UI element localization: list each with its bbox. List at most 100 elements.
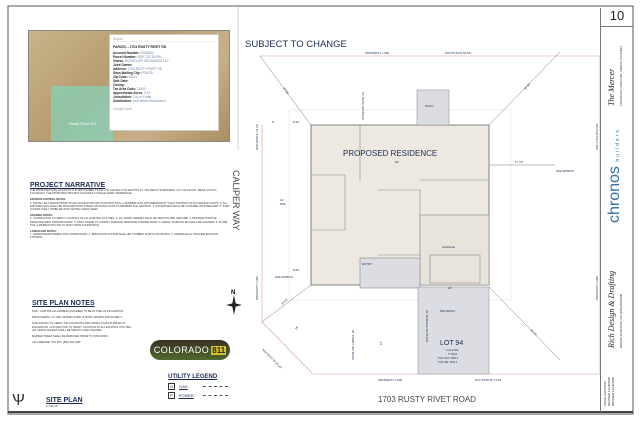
- dim-side: 5': [272, 120, 275, 124]
- field-value: BOOKCLIFF ORCHARDS LLC: [124, 59, 169, 63]
- dim-diag-nw: 32.56': [282, 86, 290, 95]
- grading-notes: 1. CONTRACTOR TO VERIFY LOCATION OF ALL …: [30, 217, 228, 227]
- street-name: CALIPER WAY: [231, 170, 241, 231]
- revision-row: REVISED 12/19/2020: [611, 377, 615, 406]
- dim-diag-sw: 14.53': [280, 297, 289, 306]
- landscape-notes: 1. OWNER RESPONSIBLE FOR LANDSCAPING. 2.…: [30, 233, 218, 240]
- side-setback-right: SIDE SETBACK: [556, 170, 575, 173]
- project-narrative: PROJECT NARRATIVE THE PROPOSED SITE LOCA…: [30, 182, 230, 240]
- drawing-title: SITE PLAN 1"=10'-0": [46, 397, 83, 408]
- floor-plan: [311, 125, 490, 289]
- narrative-intro: THE PROPOSED SITE LOCATION IS IN IRON WH…: [30, 189, 218, 196]
- mpe-label: MPE: [280, 203, 286, 206]
- parcel-field: Account Number: R026262: [113, 51, 215, 55]
- field-label: Tax Area Code:: [113, 87, 137, 91]
- field-label: Account Number:: [113, 51, 140, 55]
- dim-diag-se: 39.43': [529, 328, 538, 337]
- field-label: Joint Owner:: [113, 63, 133, 67]
- right-bearing: S00°17'02"W 94.50': [595, 123, 599, 150]
- residence-label: PROPOSED RESIDENCE: [343, 149, 437, 158]
- top-bearing: N04°57'40"E 94.59': [445, 51, 471, 55]
- legend-symbol: G: [168, 383, 176, 390]
- north-arrow-icon: N: [226, 290, 242, 315]
- parcel-field: Sale Date:: [113, 79, 215, 83]
- driveway-label: DRIVEWAY: [440, 309, 456, 313]
- subject-to-change: SUBJECT TO CHANGE: [245, 39, 347, 50]
- property-line-label: PROPERTY LINE: [255, 276, 259, 300]
- street-label: Rusty Rivet Rd: [69, 121, 96, 126]
- field-value: R026262: [140, 51, 154, 55]
- drawing-title-label: SITE PLAN: [46, 397, 83, 404]
- sheet-number: 10: [601, 8, 633, 27]
- erosion-heading: EROSION CONTROL NOTES:: [30, 198, 66, 202]
- field-label: Jurisdiction:: [113, 95, 133, 99]
- site-note: SOIL: 1,200 PSF ALLOWABLE (ASSUMED) TO B…: [32, 310, 124, 313]
- field-label: Sale Date:: [113, 79, 129, 83]
- site-plan-notes: SITE PLAN NOTES SOIL: 1,200 PSF ALLOWABL…: [32, 300, 132, 344]
- project-name: The Mercer: [607, 68, 616, 106]
- lot-acres: 0.19 ACRE: [446, 349, 459, 352]
- antler-logo: Ѱ: [12, 392, 25, 409]
- field-label: Address:: [113, 67, 127, 71]
- legend-label: POWER: [178, 393, 194, 398]
- parcel-field: Subdivision: Iron Wheel Subdivision: [113, 99, 215, 103]
- lot-tof-min: TOF MIN: 4524.3: [438, 361, 458, 364]
- legend-line: [203, 386, 229, 387]
- site-note: SITE SURVEY TO VERIFY PIN LOCATIONS AND …: [32, 322, 132, 332]
- parcel-field: Owner: BOOKCLIFF ORCHARDS LLC: [113, 59, 215, 63]
- parcel-field: Zip Code: 81521: [113, 75, 215, 79]
- driveway: [417, 286, 490, 375]
- parcel-field: Address: 1703 RUSTY RIVET RD: [113, 67, 215, 71]
- site-note: MARKED TREES SHALL BE REMOVED PRIOR TO S…: [32, 335, 109, 339]
- field-label: Parcel Number:: [113, 55, 137, 59]
- parcel-field: Joint Owner:: [113, 63, 215, 67]
- field-value: 11600: [136, 87, 146, 91]
- field-value: FRUITA: [141, 71, 153, 75]
- builder-logo: chronos builders: [606, 128, 624, 223]
- entry-label: ENTRY: [362, 262, 372, 266]
- legend-symbol: P: [168, 392, 175, 399]
- parcel-highlight: [51, 86, 113, 141]
- logo-text: COLORADO: [153, 345, 210, 355]
- dim-left-top: 8.15': [293, 120, 300, 124]
- aerial-map: Rusty Rivet Rd Search PARCEL - 1703 RUST…: [28, 30, 230, 142]
- project-address: 1703 RUSTY RIVET RD, FRUITA, CO 81521: [619, 45, 623, 106]
- dim-mpe: 14': [280, 198, 284, 202]
- patio-label: PATIO: [425, 104, 434, 108]
- patio: [416, 89, 450, 126]
- site-notes-lines: SOIL: 1,200 PSF ALLOWABLE (ASSUMED) TO B…: [32, 310, 132, 344]
- field-value: 0.19: [144, 91, 151, 95]
- field-label: Zip Code:: [113, 75, 128, 79]
- parcel-field: Parcel Number: 2697-211-26-094: [113, 55, 215, 59]
- parcel-popup: Search PARCEL - 1703 RUSTY RIVET RD Acco…: [109, 34, 219, 131]
- site-note: CALL BEFORE YOU DIG: (800) 922-1987: [32, 341, 81, 345]
- grading-heading: GRADING NOTES:: [30, 214, 53, 218]
- parcel-field: Situs Mailing City: FRUITA: [113, 71, 215, 75]
- sw-bearing: N44°50'07"W 21.23': [261, 348, 283, 370]
- bottom-bearing: N47°52'50"W 74.16': [475, 378, 502, 382]
- field-label: Subdivision:: [113, 99, 133, 103]
- parcel-field: Zoning:: [113, 83, 215, 87]
- side-setback-left: SIDE SETBACK: [275, 276, 294, 279]
- designer-name: Rich Design & Drafting: [607, 270, 616, 348]
- property-line-label: PROPERTY LINE: [365, 51, 389, 55]
- lot-tof-max: TOF MAX: 4550.3: [438, 357, 459, 360]
- dim-drive: 20': [448, 286, 452, 290]
- field-value: Iron Wheel Subdivision: [133, 99, 166, 103]
- popup-footer: Google Earth: [113, 107, 132, 111]
- dim-left-bottom: 8.08': [293, 268, 300, 272]
- search-input[interactable]: Search: [113, 37, 215, 42]
- landscape-heading: LANDSCAPE NOTES:: [30, 230, 57, 234]
- colorado-811-logo: COLORADO 811: [150, 340, 230, 360]
- legend-heading: UTILITY LEGEND: [168, 374, 218, 380]
- title-block: 10 The Mercer 1703 RUSTY RIVET RD, FRUIT…: [600, 8, 633, 412]
- builder-sub: builders: [615, 128, 621, 162]
- parcel-field: Tax Area Code: 11600: [113, 87, 215, 91]
- field-label: Approximate Acres:: [113, 91, 144, 95]
- logo-number: 811: [211, 345, 227, 355]
